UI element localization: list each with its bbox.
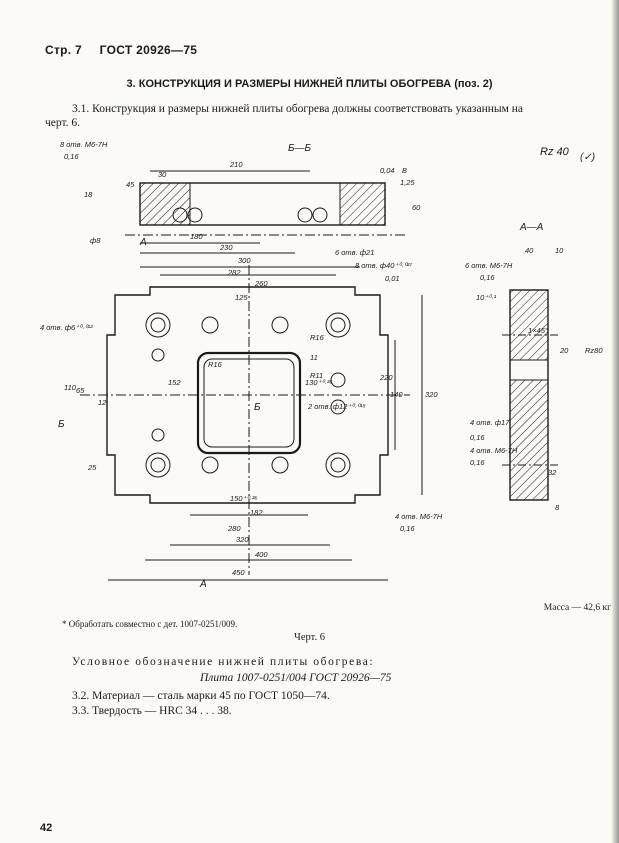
note-tol-top: 0,16 bbox=[64, 152, 79, 161]
note-holes-21: 6 отв. ф21 bbox=[335, 248, 374, 257]
designation-example: Плита 1007-0251/004 ГОСТ 20926—75 bbox=[200, 672, 392, 684]
label-roughness: Rz 40 bbox=[540, 146, 570, 158]
dim-110: 110 bbox=[64, 383, 77, 392]
dim-320-vertical: 320 bbox=[425, 390, 438, 399]
figure-caption: Черт. 6 bbox=[294, 632, 325, 643]
dim-20: 20 bbox=[559, 346, 569, 355]
dim-320: 320 bbox=[236, 535, 249, 544]
dim-300: 300 bbox=[238, 256, 251, 265]
note-thread-top: 8 отв. М6-7Н bbox=[60, 140, 108, 149]
para-3-1-line1: 3.1. Конструкция и размеры нижней плиты … bbox=[72, 103, 524, 115]
cut-a-top: А bbox=[139, 237, 147, 248]
header-page: Стр. 7 bbox=[45, 43, 83, 57]
plan-view bbox=[80, 265, 423, 581]
note-tol-m6: 0,16 bbox=[470, 458, 485, 467]
cut-b-center: Б bbox=[254, 402, 261, 413]
note-chamfer: 1×45° bbox=[528, 326, 548, 335]
note-dim-10: 10⁺⁰·¹ bbox=[476, 293, 497, 302]
footnote: * Обработать совместно с дет. 1007-0251/… bbox=[62, 619, 238, 629]
dim-125: 125 bbox=[235, 293, 248, 302]
note-thread-side: 6 отв. М6-7Н bbox=[465, 261, 513, 270]
page-number: 42 bbox=[40, 822, 53, 834]
label-roughness-paren: (✓) bbox=[580, 152, 595, 163]
dim-450: 450 bbox=[232, 568, 245, 577]
note-holes-6: 4 отв. ф6⁺⁰·⁰¹² bbox=[40, 323, 93, 332]
dim-400: 400 bbox=[255, 550, 268, 559]
note-parallel: 0,04 bbox=[380, 166, 395, 175]
dim-45: 45 bbox=[126, 180, 135, 189]
dim-260: 260 bbox=[254, 279, 268, 288]
note-phi8: ф8 bbox=[90, 236, 101, 245]
dim-180: 180 bbox=[190, 232, 203, 241]
header-standard: ГОСТ 20926—75 bbox=[99, 43, 198, 57]
note-thread-m6: 4 отв. М6-7Н bbox=[470, 446, 518, 455]
section-title: 3. КОНСТРУКЦИЯ И РАЗМЕРЫ НИЖНЕЙ ПЛИТЫ ОБ… bbox=[126, 78, 493, 90]
para-3-1-line2: черт. 6. bbox=[45, 117, 81, 129]
dim-220: 220 bbox=[379, 373, 393, 382]
page-edge bbox=[611, 0, 619, 843]
dim-182: 182 bbox=[250, 508, 263, 517]
page-header: Стр. 7 ГОСТ 20926—75 bbox=[45, 43, 211, 57]
dim-65: 65 bbox=[76, 386, 85, 395]
note-r11: R11 bbox=[310, 371, 323, 380]
dim-32: 32 bbox=[548, 468, 557, 477]
dim-280: 280 bbox=[227, 524, 241, 533]
note-holes-17: 4 отв. ф17 bbox=[470, 418, 510, 427]
note-holes-12: 2 отв. ф12⁺⁰·⁰¹⁸ bbox=[307, 402, 366, 411]
cut-a-bottom: А bbox=[199, 579, 207, 590]
dim-12: 12 bbox=[98, 398, 107, 407]
note-thread-bot: 4 отв. М6-7Н bbox=[395, 512, 443, 521]
dim-10: 10 bbox=[555, 246, 564, 255]
dim-18: 18 bbox=[84, 190, 93, 199]
note-tol-40: 0,01 bbox=[385, 274, 400, 283]
dim-152: 152 bbox=[168, 378, 181, 387]
dim-210: 210 bbox=[229, 160, 243, 169]
note-ra125: 1,25 bbox=[400, 178, 415, 187]
dim-8: 8 bbox=[555, 503, 560, 512]
dim-282: 282 bbox=[227, 268, 241, 277]
dim-25: 25 bbox=[87, 463, 97, 472]
label-section-bb: Б—Б bbox=[288, 143, 312, 154]
section-bb-view bbox=[125, 170, 405, 254]
dim-230: 230 bbox=[219, 243, 233, 252]
note-tol-17: 0,16 bbox=[470, 433, 485, 442]
label-section-aa: А—А bbox=[519, 222, 544, 233]
para-3-2: 3.2. Материал — сталь марки 45 по ГОСТ 1… bbox=[72, 690, 330, 702]
cut-b-left: Б bbox=[58, 419, 65, 430]
dim-40: 40 bbox=[525, 246, 534, 255]
note-tol-side: 0,16 bbox=[480, 273, 495, 282]
note-tol-bot: 0,16 bbox=[400, 524, 415, 533]
mass: Масса — 42,6 кг bbox=[543, 603, 611, 613]
dim-60: 60 bbox=[412, 203, 421, 212]
note-holes-40: 8 отв. ф40⁺⁰·⁰²⁷ bbox=[355, 261, 412, 270]
dim-130: 130⁺⁰·²⁶ bbox=[305, 378, 333, 387]
designation-label: Условное обозначение нижней плиты обогре… bbox=[72, 656, 375, 668]
note-rz80: Rz80 bbox=[585, 346, 603, 355]
technical-drawing: Б—Б А—А Rz 40 (✓) 210 180 230 300 282 26… bbox=[40, 140, 603, 590]
dim-30: 30 bbox=[158, 170, 167, 179]
note-r16: R16 bbox=[208, 360, 223, 369]
para-3-3: 3.3. Твердость — HRC 34 . . . 38. bbox=[72, 705, 232, 717]
dim-150: 150⁺⁰·²⁶ bbox=[230, 494, 258, 503]
note-r16-b: R16 bbox=[310, 333, 325, 342]
note-parallel-ref: В bbox=[402, 166, 407, 175]
section-aa-view bbox=[502, 289, 560, 501]
dim-11: 11 bbox=[310, 353, 318, 362]
dim-140: 140 bbox=[390, 390, 403, 399]
